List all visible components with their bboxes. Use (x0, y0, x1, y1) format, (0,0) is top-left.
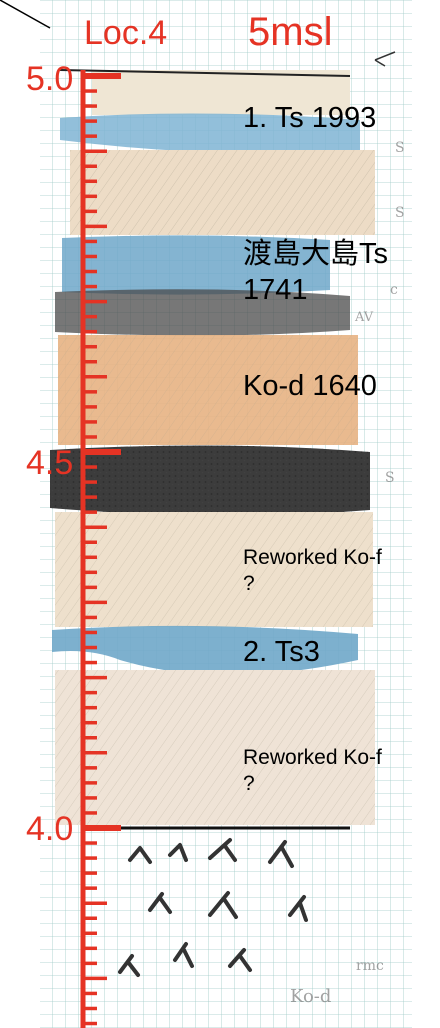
pencil-note: S (395, 205, 405, 221)
depth-label-4-5: 4.5 (26, 444, 74, 482)
layer-label-reworked-ko-f-2: Reworked Ko-f ? (243, 746, 382, 796)
layer-oshima-ts-1741 (62, 235, 330, 295)
pencil-note: AV (355, 310, 374, 325)
depth-label-4-0: 4.0 (26, 810, 74, 848)
layer-label-oshima-ts-1741: 渡島大島Ts 1741 (243, 238, 389, 307)
pencil-note: S (385, 470, 395, 486)
layer-dark-band-1 (55, 289, 350, 336)
pencil-note: Ko-d (290, 986, 332, 1007)
elevation-label: 5msl (248, 10, 333, 54)
pencil-note: rmc (356, 958, 384, 974)
layer-top-soil (92, 70, 350, 115)
layer-label-ts3: 2. Ts3 (243, 636, 320, 668)
layer-label-reworked-ko-f-1: Reworked Ko-f ? (243, 546, 382, 596)
location-label: Loc.4 (84, 14, 168, 52)
depth-ticks (83, 73, 121, 1026)
layer-label-ko-d-1640: Ko-d 1640 (243, 370, 377, 402)
layer-ts3 (52, 625, 358, 675)
pencil-note: S (395, 140, 405, 156)
layer-ts-1993 (60, 113, 360, 154)
layer-label-ts-1993: 1. Ts 1993 (243, 102, 377, 134)
pencil-note: c (390, 282, 398, 298)
sediment-layers (50, 51, 396, 977)
corner-line (0, 0, 51, 29)
depth-label-5-0: 5.0 (26, 60, 74, 98)
